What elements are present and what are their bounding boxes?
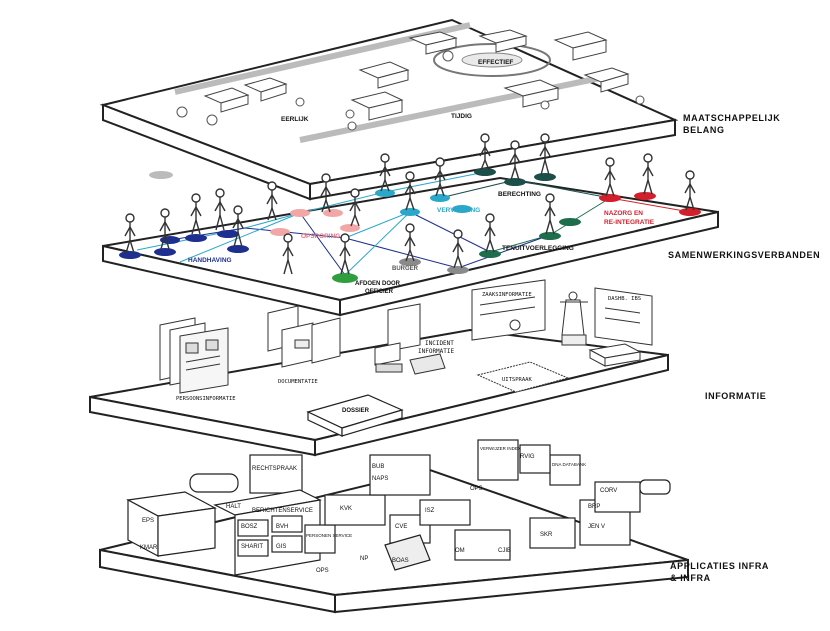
app-np: NP bbox=[360, 556, 368, 562]
app-buildings bbox=[126, 439, 671, 576]
tenuitvoerlegging-nodes bbox=[479, 218, 581, 258]
label-nazorg-line1: NAZORG EN bbox=[604, 210, 643, 217]
app-bvh: BVH bbox=[276, 524, 288, 530]
label-tijdig: TIJDIG bbox=[451, 113, 472, 120]
shadow-blob bbox=[149, 171, 173, 179]
label-persoonsinformatie: PERSOONSINFORMATIE bbox=[176, 396, 236, 402]
information-platform-side bbox=[314, 353, 669, 457]
layer-label-applicaties: APPLICATIES INFRA & INFRA bbox=[670, 561, 770, 583]
app-rvig: RVIG bbox=[520, 454, 535, 460]
afdoen-node bbox=[332, 273, 358, 283]
opsporing-nodes bbox=[270, 209, 360, 236]
trees bbox=[176, 50, 645, 131]
label-dashboard: DASHB. IBS bbox=[608, 296, 641, 302]
app-ops: OPS bbox=[316, 568, 329, 574]
label-uitspraak: UITSPRAAK bbox=[502, 377, 532, 383]
case-info-board bbox=[471, 279, 546, 341]
incident-info-objects bbox=[374, 303, 446, 375]
label-vervolging: VERVOLGING bbox=[437, 207, 480, 214]
applications-platform-side bbox=[334, 558, 689, 614]
label-zaaksinformatie: ZAAKSINFORMATIE bbox=[482, 292, 532, 298]
label-afdoen: AFDOEN DOOR OFFICIER bbox=[355, 281, 402, 295]
label-nazorg-line2: RE-INTEGRATIE bbox=[604, 219, 655, 226]
label-incident-line1: INCIDENT bbox=[425, 340, 454, 347]
layer-cooperation: HANDHAVING OPSPORING VERVOLGING BERECHTI… bbox=[102, 133, 719, 317]
berechting-nodes bbox=[474, 168, 556, 186]
label-nazorg: NAZORG EN RE-INTEGRATIE bbox=[604, 210, 655, 226]
society-platform-side bbox=[309, 118, 676, 201]
app-brp: BRP bbox=[588, 504, 600, 510]
app-labels: EPS KMAR HALT RECHTSPRAAK BERICHTENSERVI… bbox=[140, 446, 617, 574]
label-effectief: EFFECTIEF bbox=[478, 59, 513, 66]
layer-applications: EPS KMAR HALT RECHTSPRAAK BERICHTENSERVI… bbox=[99, 439, 689, 614]
app-bub: BUB bbox=[372, 464, 384, 470]
app-kmar: KMAR bbox=[140, 545, 158, 551]
app-cjib: CJIB bbox=[498, 548, 511, 554]
app-kvk: KVK bbox=[340, 506, 352, 512]
app-personenservice: PERSONEN SERVICE bbox=[306, 533, 352, 538]
uitspraak-board bbox=[594, 287, 653, 346]
nazorg-nodes bbox=[599, 192, 701, 216]
layer-information: PERSOONSINFORMATIE DOCUMENTATIE INCIDENT… bbox=[89, 279, 669, 457]
label-burger: BURGER bbox=[392, 266, 419, 272]
layer-label-maatschappelijk: MAATSCHAPPELIJK BELANG bbox=[683, 113, 781, 135]
roundabout bbox=[433, 43, 551, 77]
person-info-panels bbox=[159, 317, 229, 394]
layer-label-samenwerking: SAMENWERKINGSVERBANDEN bbox=[668, 250, 821, 260]
houses bbox=[203, 29, 630, 121]
app-cve: CVE bbox=[395, 524, 407, 530]
label-handhaving: HANDHAVING bbox=[188, 257, 232, 264]
label-berechting: BERECHTING bbox=[498, 191, 541, 198]
layer-label-informatie: INFORMATIE bbox=[705, 391, 767, 401]
book-stack bbox=[588, 343, 642, 367]
app-bosz: BOSZ bbox=[241, 524, 258, 530]
app-skr: SKR bbox=[540, 532, 553, 538]
app-verwijzer: VERWIJZER INDEX bbox=[480, 446, 521, 451]
label-incident-line2: INFORMATIE bbox=[418, 348, 455, 355]
app-jenv: JEN V bbox=[588, 524, 605, 530]
justice-statue bbox=[560, 291, 588, 346]
app-gis: GIS bbox=[276, 544, 286, 550]
app-corv: CORV bbox=[600, 488, 617, 494]
label-documentatie: DOCUMENTATIE bbox=[278, 379, 318, 385]
burger-node bbox=[447, 266, 469, 274]
app-halt: HALT bbox=[226, 504, 241, 510]
documentation-sheets bbox=[267, 305, 341, 368]
app-dna: DNA DATABANK bbox=[552, 462, 586, 467]
burger-node bbox=[399, 258, 421, 266]
app-naps: NAPS bbox=[372, 476, 388, 482]
people-figures bbox=[124, 133, 696, 275]
dossier-folder bbox=[306, 394, 404, 437]
app-sharit: SHARIT bbox=[241, 544, 263, 550]
app-isz: ISZ bbox=[425, 508, 435, 514]
handhaving-nodes bbox=[119, 230, 249, 259]
network-lines bbox=[136, 171, 691, 276]
label-tenuitvoerlegging: TENUITVOERLEGGING bbox=[502, 245, 574, 252]
app-ops-2: OPS bbox=[470, 486, 483, 492]
label-eerlijk: EERLIJK bbox=[281, 116, 309, 123]
label-incident: INCIDENT INFORMATIE bbox=[418, 340, 458, 355]
app-eps: EPS bbox=[142, 518, 154, 524]
label-opsporing: OPSPORING bbox=[301, 233, 340, 240]
app-berichtenservice: BERICHTENSERVICE bbox=[252, 508, 313, 514]
uitspraak-paper bbox=[476, 361, 570, 393]
app-om: OM bbox=[455, 548, 465, 554]
roundabout-inner bbox=[461, 52, 523, 68]
app-rechtspraak: RECHTSPRAAK bbox=[252, 466, 297, 472]
layer-society: EFFECTIEF EERLIJK TIJDIG bbox=[99, 18, 679, 201]
label-afdoen-line2: OFFICIER bbox=[365, 289, 394, 295]
app-boas: BOAS bbox=[392, 558, 409, 564]
label-afdoen-line1: AFDOEN DOOR bbox=[355, 281, 401, 287]
cooperation-platform-side bbox=[339, 210, 719, 317]
vervolging-nodes bbox=[375, 189, 472, 216]
label-dossier: DOSSIER bbox=[342, 408, 370, 414]
